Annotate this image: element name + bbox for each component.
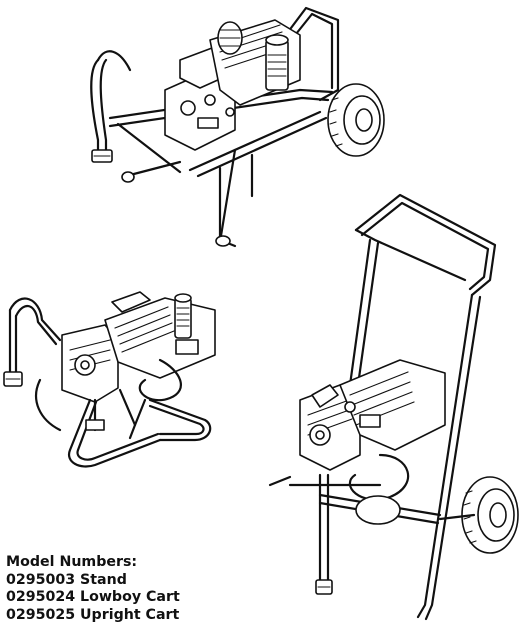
model-stand-line: 0295003 Stand — [6, 571, 127, 588]
upright-cart-sprayer-illustration — [260, 185, 523, 630]
lowboy-cart-sprayer-illustration — [70, 0, 400, 250]
model-numbers-caption: Model Numbers: 0295003 Stand 0295024 Low… — [6, 554, 180, 624]
model-lowboy-cart-line: 0295024 Lowboy Cart — [6, 589, 180, 605]
model-upright-cart-line: 0295025 Upright Cart — [6, 606, 180, 623]
stand-sprayer-illustration — [0, 280, 240, 490]
model-numbers-heading: Model Numbers: — [6, 554, 138, 570]
